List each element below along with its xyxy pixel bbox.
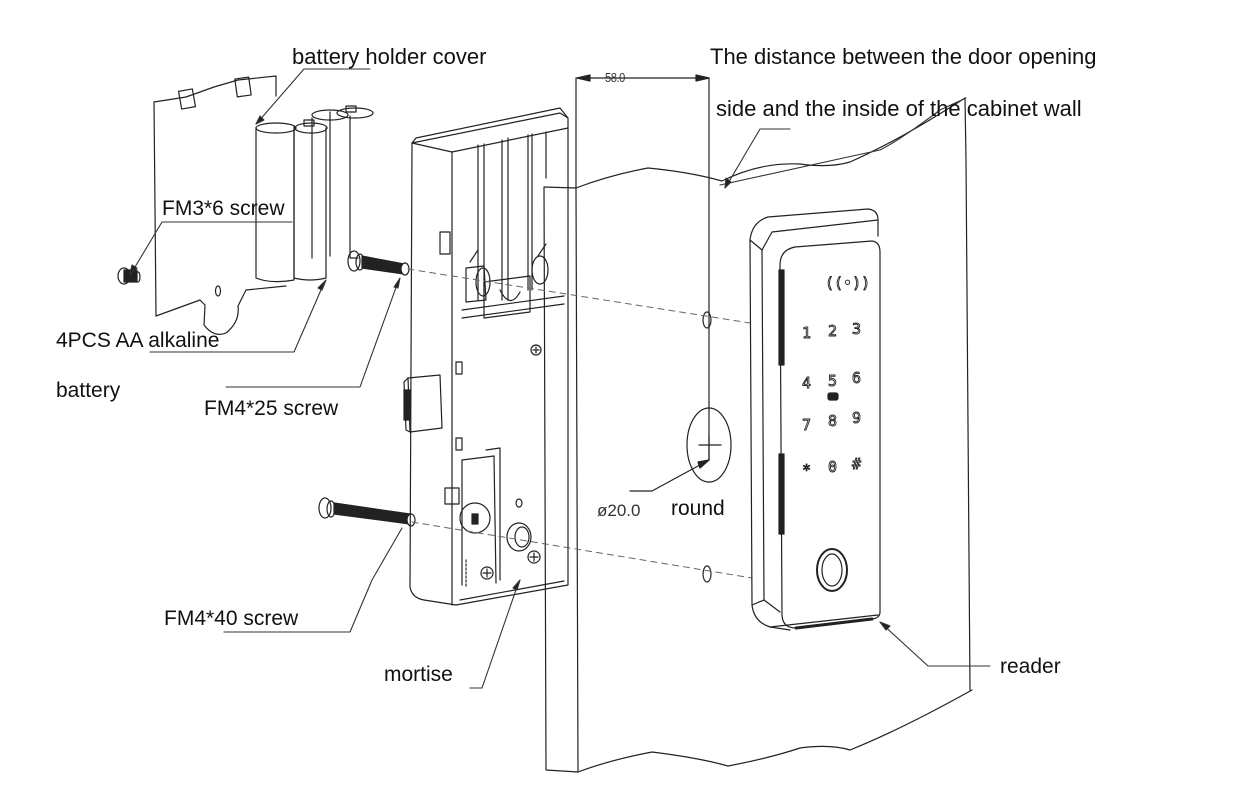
fm4-25-screw-part (348, 251, 409, 275)
label-fm4-40-screw: FM4*40 screw (164, 607, 299, 630)
key-1[interactable]: 1 (802, 324, 812, 343)
label-fm4-25-screw: FM4*25 screw (204, 397, 339, 420)
fm3-screw-part (118, 268, 140, 284)
label-reader: reader (1000, 655, 1061, 678)
key-6[interactable]: 6 (852, 369, 862, 388)
leader-lines (130, 69, 990, 688)
label-battery-line1: 4PCS AA alkaline (56, 329, 220, 352)
dimension-hole-diameter: ø20.0 (597, 501, 641, 520)
label-fm3-screw: FM3*6 screw (162, 197, 285, 220)
key-5[interactable]: 5 (828, 372, 838, 391)
label-distance-line1: The distance between the door opening (710, 44, 1097, 69)
keypad: ((•)) 1 2 3 4 5 6 7 8 9 * 0 # (802, 274, 871, 480)
key-9[interactable]: 9 (852, 409, 862, 428)
key-star[interactable]: * (802, 461, 812, 480)
label-round: round (671, 497, 725, 520)
label-mortise: mortise (384, 663, 453, 686)
nfc-icon: ((•)) (825, 274, 870, 292)
reader-body (750, 209, 880, 630)
label-distance-line2: side and the inside of the cabinet wall (716, 96, 1082, 121)
battery-holder-cover (154, 76, 286, 334)
mortise-body (404, 108, 568, 605)
door-panel (544, 75, 972, 772)
label-battery-line2: battery (56, 379, 121, 402)
key-7[interactable]: 7 (802, 416, 812, 435)
key-2[interactable]: 2 (828, 322, 838, 341)
key-4[interactable]: 4 (802, 374, 812, 393)
key-hash[interactable]: # (852, 455, 862, 474)
fm4-40-screw-part (319, 498, 415, 526)
alignment-lines (408, 269, 752, 578)
dimension-58: 58.0 (605, 70, 625, 85)
key-8[interactable]: 8 (828, 412, 838, 431)
label-battery-holder-cover: battery holder cover (292, 44, 487, 69)
key-3[interactable]: 3 (852, 320, 862, 339)
aa-batteries (256, 106, 373, 282)
key-0[interactable]: 0 (828, 458, 838, 477)
